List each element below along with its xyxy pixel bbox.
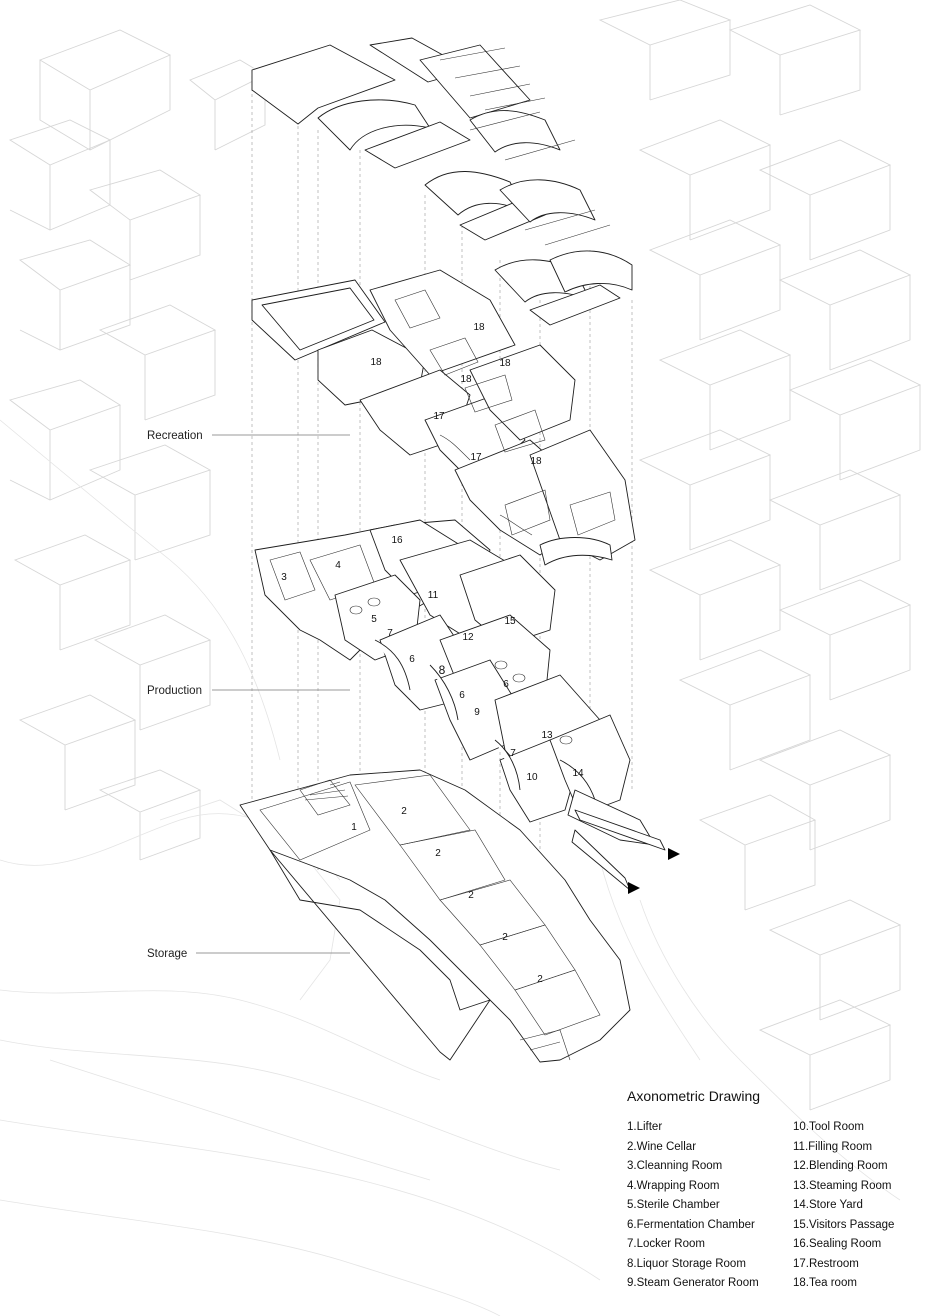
context-buildings [8,0,922,1111]
legend-item: 9.Steam Generator Room [627,1277,759,1289]
room-label: 7 [387,628,393,639]
room-label: 4 [335,560,341,571]
legend-item: 17.Restroom [793,1257,859,1270]
room-label: 13 [541,730,553,741]
legend-item: 7.Locker Room [627,1238,705,1250]
room-label: 18 [370,357,382,368]
room-label: 2 [435,848,441,859]
room-label: 17 [433,411,445,422]
room-label: 3 [281,572,287,583]
level-label-storage: Storage [147,948,187,960]
level-labels: Recreation Production Storage [147,430,350,960]
room-label: 6 [503,679,509,690]
entrance-arrow-lower [628,882,640,894]
legend-item: 10.Tool Room [793,1121,864,1133]
legend-title: Axonometric Drawing [627,1088,761,1104]
room-label: 9 [474,707,480,718]
legend-item: 18.Tea room [793,1277,857,1289]
legend-item: 14.Store Yard [793,1199,863,1211]
room-labels-storage: 1 2 2 2 2 2 [351,806,543,985]
room-label: 17 [470,452,482,463]
room-label: 2 [468,890,474,901]
room-label: 7 [510,748,516,759]
room-label: 2 [502,932,508,943]
roof-level [251,37,633,326]
room-label: 6 [409,654,415,665]
legend-item: 15.Visitors Passage [793,1218,895,1231]
entrance-arrow-upper [668,848,680,860]
legend-item: 16.Sealing Room [793,1238,882,1250]
room-label: 18 [530,456,542,467]
room-label: 18 [460,374,472,385]
room-label: 8 [439,663,446,677]
legend-column-left: 1.Lifter 2.Wine Cellar 3.Cleanning Room … [627,1118,793,1294]
legend: Axonometric Drawing 1.Lifter 2.Wine Cell… [627,1088,927,1294]
room-label: 18 [499,358,511,369]
legend-item: 1.Lifter [627,1121,663,1133]
room-label: 5 [371,614,377,625]
entrance-ramps [571,809,680,894]
legend-column-right: 10.Tool Room 11.Filling Room 12.Blending… [793,1118,894,1294]
legend-item: 4.Wrapping Room [627,1179,720,1192]
level-label-production: Production [147,685,202,697]
room-labels-production: 3 4 16 11 5 7 15 12 6 8 6 6 9 7 13 10 14 [281,535,584,783]
room-label: 1 [351,822,357,833]
legend-item: 5.Sterile Chamber [627,1199,720,1211]
legend-item: 12.Blending Room [793,1160,888,1172]
storage-level [239,769,631,1063]
production-level [254,519,656,846]
legend-item: 11.Filling Room [793,1140,873,1153]
level-label-recreation: Recreation [147,430,203,442]
room-label: 2 [537,974,543,985]
room-label: 11 [428,590,439,601]
room-label: 12 [462,632,474,643]
room-label: 18 [473,322,485,333]
legend-item: 8.Liquor Storage Room [627,1257,746,1270]
room-label: 2 [401,806,407,817]
legend-columns: 1.Lifter 2.Wine Cellar 3.Cleanning Room … [627,1118,927,1294]
room-label: 15 [504,616,516,627]
room-label: 10 [526,772,538,783]
legend-item: 2.Wine Cellar [627,1140,697,1153]
recreation-level [251,269,636,566]
legend-item: 13.Steaming Room [793,1179,892,1192]
room-label: 16 [391,535,403,546]
room-label: 6 [459,690,465,701]
legend-item: 3.Cleanning Room [627,1160,723,1172]
room-label: 14 [572,768,584,779]
legend-item: 6.Fermentation Chamber [627,1218,755,1231]
room-labels-recreation: 18 18 18 18 18 17 17 [370,322,542,467]
